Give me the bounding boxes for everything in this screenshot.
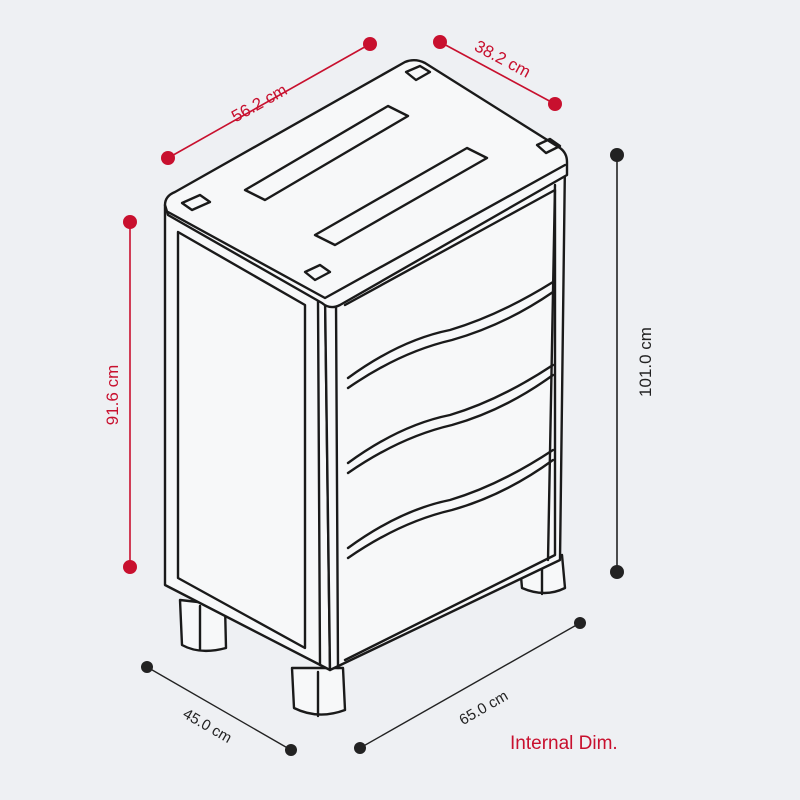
legs [178,553,567,718]
dim-label-total-height: 101.0 cm [636,327,655,397]
dim-base-depth: 45.0 cm [141,661,297,756]
dim-label-base-depth: 45.0 cm [180,705,235,746]
internal-dim-note: Internal Dim. [510,733,618,754]
dim-total-height: 101.0 cm [610,148,655,579]
drawers [346,280,555,560]
dim-label-internal-height: 91.6 cm [103,365,122,425]
dim-label-top-width: 56.2 cm [228,80,290,126]
top-panel [163,59,569,309]
dim-internal-height: 91.6 cm [103,215,137,574]
dim-label-base-width: 65.0 cm [456,687,511,728]
